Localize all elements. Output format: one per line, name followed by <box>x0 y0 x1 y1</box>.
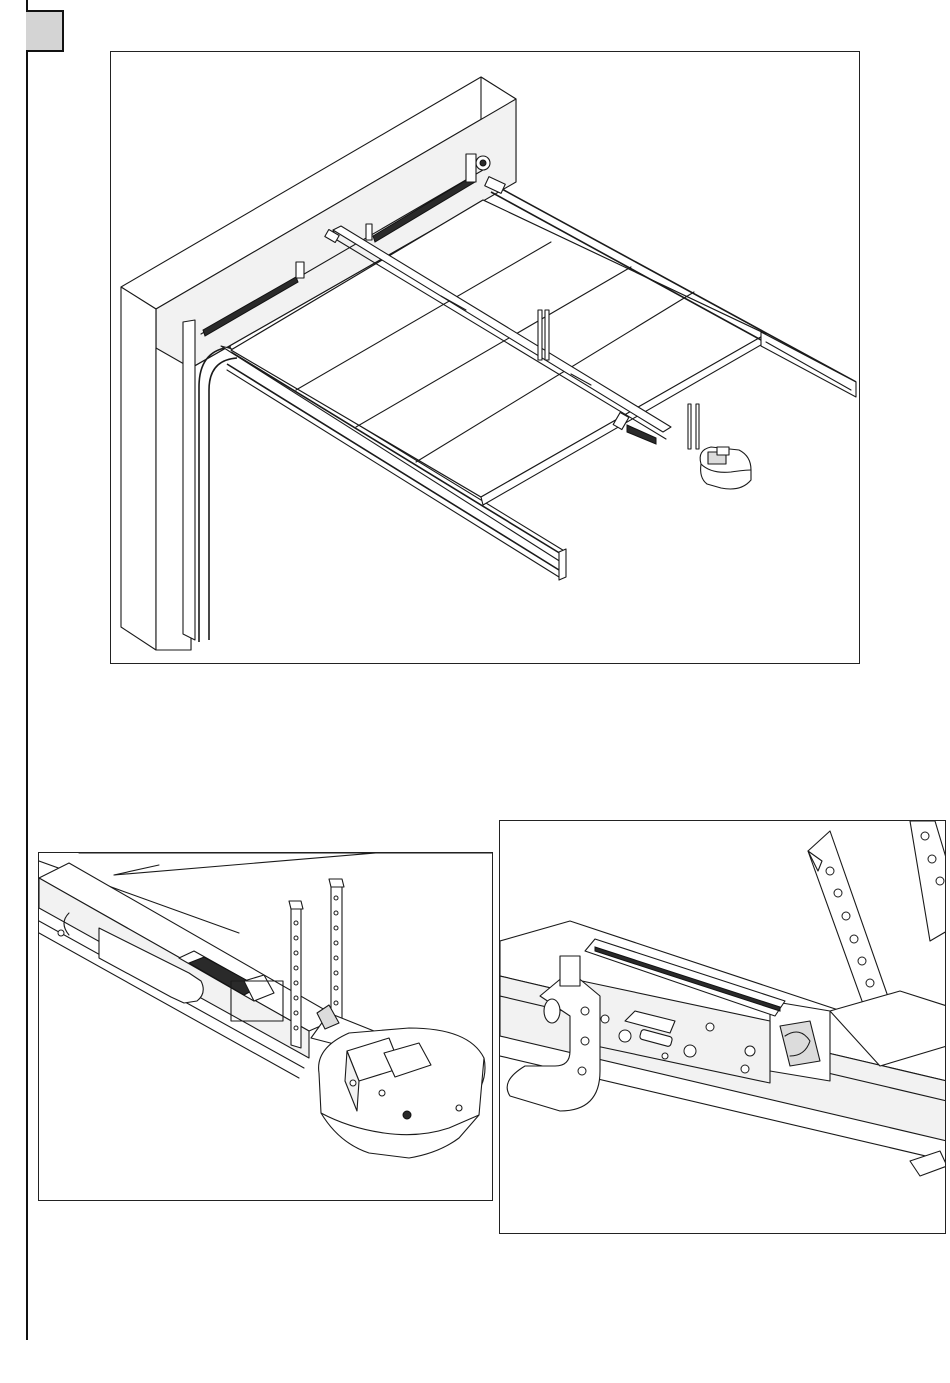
garage-door-drive-illustration <box>111 52 860 664</box>
rail-motor-detail-illustration <box>39 853 493 1201</box>
motor-unit <box>688 404 751 489</box>
rail-end-cap <box>910 1151 946 1176</box>
overview-figure <box>110 51 860 664</box>
carriage-zoom-illustration <box>500 821 946 1234</box>
vertical-track-left <box>183 320 237 642</box>
motor-housing <box>311 1005 485 1158</box>
margin-rule <box>26 0 28 1340</box>
detail-figure <box>38 852 493 1201</box>
zoom-figure <box>499 820 946 1234</box>
step-marker <box>26 10 64 52</box>
